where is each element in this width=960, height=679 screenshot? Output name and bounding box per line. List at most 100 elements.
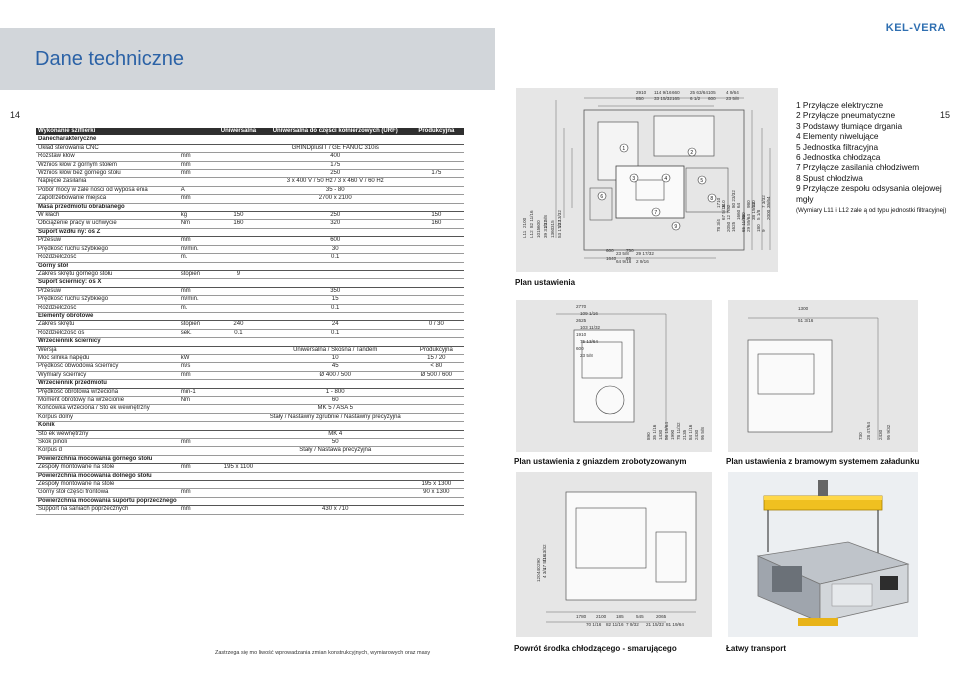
spec-cell [408, 270, 464, 280]
dimension-label: 1430 [658, 429, 663, 440]
dimension-label: 1300 [798, 306, 809, 311]
spec-cell: 320 [261, 219, 409, 229]
spec-cell: Stały / Nastawny zgrubnie / Nastawny pre… [261, 413, 409, 423]
dimension-label: 65 [626, 256, 632, 261]
spec-cell: 175 [408, 169, 464, 179]
spec-cell: 350 [261, 287, 409, 297]
legend-item: 4 Elementy niwelujące [796, 131, 879, 142]
dimension-label: 890 [646, 432, 651, 440]
spec-cell: Prędkość ruchu szybkiego [36, 295, 179, 305]
spec-cell: Wznios kłów bez górnego stołu [36, 169, 179, 179]
dimension-label: 1990 [670, 429, 675, 440]
dimension-label: 750 [626, 248, 634, 253]
dimension-label: 12 13/32 [557, 210, 562, 228]
spec-cell: 175 [261, 161, 409, 171]
spec-cell [215, 194, 262, 204]
dimension-label: 600 [576, 346, 584, 351]
spec-section-row: Konik [36, 421, 464, 431]
dimension-label: 25 63/64 [690, 90, 708, 95]
dimension-label: 2100 [522, 217, 527, 228]
dimension-label: 2 9/16 [636, 259, 649, 264]
spec-cell [261, 262, 409, 271]
spec-cell: 150 [408, 211, 464, 221]
spec-cell [261, 497, 409, 507]
spec-cell [215, 505, 262, 515]
spec-cell [261, 472, 409, 482]
spec-cell [178, 430, 216, 440]
spec-cell [215, 488, 262, 498]
spec-cell: 1 - 800 [261, 388, 409, 398]
spec-cell: Powierzchnia mocowania dolnego stołu [36, 472, 179, 482]
spec-cell: Końcówka wrzeciona / Sto ek wewnętrzny [36, 404, 179, 414]
dimension-label: 51 3/16 [798, 318, 814, 323]
spec-cell: Powierzchnia mocowania suportu poprzeczn… [36, 497, 179, 507]
spec-cell: 195 x 1300 [408, 480, 464, 490]
dimension-label: 440 [536, 566, 541, 574]
spec-cell [408, 438, 464, 448]
spec-cell [408, 177, 464, 187]
transport-illustration [728, 472, 918, 637]
dimension-label: 2065 [656, 614, 667, 619]
spec-header-cell: Uniwersalna [215, 128, 262, 137]
spec-cell: Prędkość ruchu szybkiego [36, 245, 179, 255]
spec-cell [215, 371, 262, 381]
spec-cell [408, 135, 464, 145]
dimension-label: 21 15/32 [646, 622, 664, 627]
dimension-label: 12 7/32 [726, 204, 731, 220]
spec-cell: Wrzeciennik ściernicy [36, 337, 179, 347]
spec-header-cell: Wykonanie sziflierki [36, 128, 179, 137]
spec-cell: mm [178, 161, 216, 171]
spec-cell [408, 236, 464, 246]
spec-cell: Zakres skrętu górnego stołu [36, 270, 179, 280]
dimension-label: 114 9/16 [654, 90, 672, 95]
spec-cell: sek. [178, 329, 216, 339]
spec-cell [215, 312, 262, 322]
spec-cell [408, 396, 464, 406]
spec-cell: 3 x 400 V / 50 Hz / 3 x 460 V / 60 Hz [261, 177, 409, 187]
spec-cell: mm [178, 152, 216, 162]
spec-cell: Wymiary ściernicy [36, 371, 179, 381]
spec-cell: Górny stół częśći frontowa [36, 488, 179, 498]
dimension-label: 2770 [576, 304, 587, 309]
spec-cell [408, 421, 464, 431]
spec-cell: Powierzchnia mocowania górnego stołu [36, 455, 179, 465]
dimension-label: 850 [636, 96, 644, 101]
spec-cell: Rozdzielczość oś [36, 329, 179, 339]
spec-cell: Danecharakteryczne [36, 135, 179, 145]
spec-cell [215, 404, 262, 414]
spec-section-row: Powierzchnia mocowania dolnego stołu [36, 472, 464, 482]
dimension-label: 6 1/2 [690, 96, 701, 101]
dimension-label: 1910 [576, 332, 587, 337]
spec-cell: Nm [178, 396, 216, 406]
plan-marker: 1 [622, 146, 625, 152]
spec-cell: 160 [408, 219, 464, 229]
dimension-label: 120 [536, 574, 541, 582]
spec-section-row: Górny stół [36, 262, 464, 271]
spec-cell: 10 [261, 354, 409, 364]
dimension-label: 64 9/16 [616, 259, 632, 264]
spec-cell: Układ sterowania CNC [36, 144, 179, 154]
spec-cell: 250 [261, 169, 409, 179]
spec-cell [178, 278, 216, 288]
dimension-label: 56 19/64 [664, 422, 669, 440]
spec-section-row: Wrzeciennik ściernicy [36, 337, 464, 347]
dimension-label: 7 9/32 [626, 622, 639, 627]
spec-cell [215, 278, 262, 288]
page-title: Dane techniczne [35, 48, 184, 70]
spec-cell [178, 144, 216, 154]
spec-cell: 50 [261, 438, 409, 448]
spec-cell [408, 404, 464, 414]
spec-cell [215, 177, 262, 187]
plan-marker: 3 [632, 176, 635, 182]
dimension-label: L12 [529, 230, 534, 238]
spec-cell: Zakres skrętu [36, 320, 179, 330]
